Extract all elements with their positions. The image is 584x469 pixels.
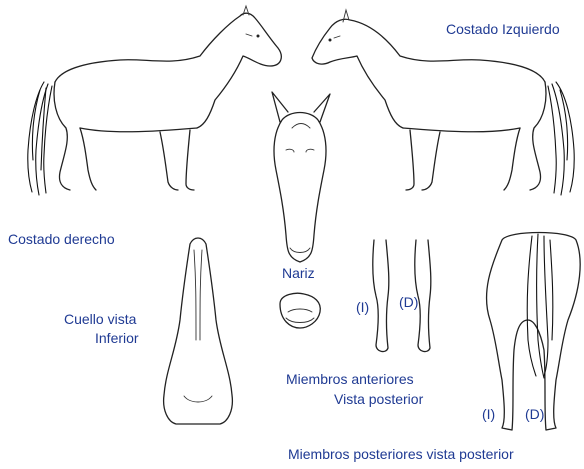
horse-right-side-figure (28, 6, 281, 195)
forelimbs-posterior-figure (373, 240, 431, 352)
hindlimbs-posterior-figure (487, 233, 581, 431)
hind-tail-hair (527, 234, 553, 378)
horse-left-side-figure (312, 10, 574, 195)
horse-nose-figure (280, 293, 320, 328)
horse-head-front-figure (272, 92, 330, 262)
horse-right-tail (548, 82, 574, 195)
horse-neck-inferior-figure (164, 238, 233, 424)
horse-left-tail (28, 82, 52, 195)
